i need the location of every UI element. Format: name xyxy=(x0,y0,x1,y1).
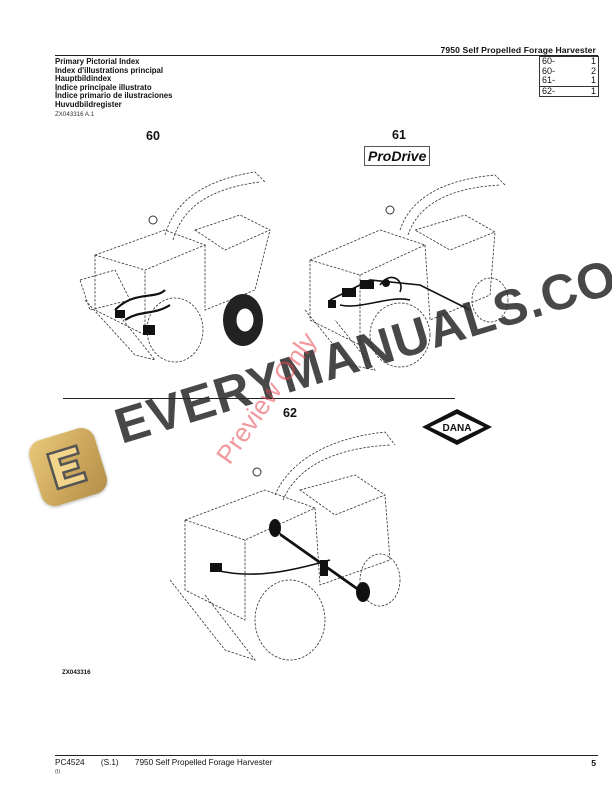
prodrive-badge: ProDrive xyxy=(364,146,431,166)
harvester-illustration-icon xyxy=(79,171,271,363)
harvester-drawing-60[interactable] xyxy=(55,160,275,375)
harvester-illustration-icon xyxy=(169,431,401,661)
footer-doc-code: PC4524 xyxy=(55,758,85,767)
svg-text:DANA: DANA xyxy=(443,423,472,434)
ref-group: 60- xyxy=(542,56,556,66)
figure-label-61[interactable]: 61 xyxy=(392,128,406,142)
ref-page: 2 xyxy=(590,65,596,76)
index-title-sv: Huvudbildregister xyxy=(55,99,122,109)
index-titles: Primary Pictorial Index Index d'illustra… xyxy=(55,57,173,110)
ref-group: 62- xyxy=(539,85,578,97)
footer-info: PC4524 (S.1) 7950 Self Propelled Forage … xyxy=(55,758,286,767)
document-title: 7950 Self Propelled Forage Harvester xyxy=(440,45,596,55)
figure-code: ZX043316 xyxy=(62,669,91,676)
figure-label-62[interactable]: 62 xyxy=(283,406,297,420)
section-divider xyxy=(63,398,455,399)
index-title-fr: Index d'illustrations principal xyxy=(55,65,163,75)
index-title-it: Indice principale illustrato xyxy=(55,82,152,92)
ref-row[interactable]: 61- 1 xyxy=(540,75,599,86)
ref-page: 1 xyxy=(590,75,596,86)
index-title-de: Hauptbildindex xyxy=(55,74,112,84)
footer-section: (S.1) xyxy=(100,758,119,767)
footer-title: 7950 Self Propelled Forage Harvester xyxy=(134,758,273,767)
index-title-en: Primary Pictorial Index xyxy=(55,57,140,66)
ref-row[interactable]: 60- 2 xyxy=(540,65,599,77)
harvester-drawing-61[interactable] xyxy=(290,170,520,380)
page-number: 5 xyxy=(591,758,596,768)
e-letter-icon xyxy=(45,444,89,491)
harvester-drawing-62[interactable] xyxy=(155,420,415,670)
index-title-es: Índice primario de ilustraciones xyxy=(55,91,173,101)
figure-id-top: ZX043316 A.1 xyxy=(55,111,95,118)
footer-rule xyxy=(55,755,598,756)
figure-label-60[interactable]: 60 xyxy=(146,129,160,143)
ref-group: 60- xyxy=(542,65,556,76)
ref-row[interactable]: 62- 1 xyxy=(539,85,599,97)
ref-group: 61- xyxy=(542,75,556,86)
page-reference-table: 60- 1 60- 2 61- 1 62- 1 xyxy=(539,56,599,98)
everymanuals-logo xyxy=(25,424,111,510)
footer-sub: (I) xyxy=(55,769,61,775)
ref-row[interactable]: 60- 1 xyxy=(540,56,599,67)
dana-logo: DANA xyxy=(421,408,493,451)
dana-diamond-icon: DANA xyxy=(422,409,492,445)
ref-page: 1 xyxy=(590,56,596,66)
ref-page: 1 xyxy=(577,85,599,97)
harvester-illustration-icon xyxy=(304,174,509,371)
header-rule xyxy=(55,55,598,56)
